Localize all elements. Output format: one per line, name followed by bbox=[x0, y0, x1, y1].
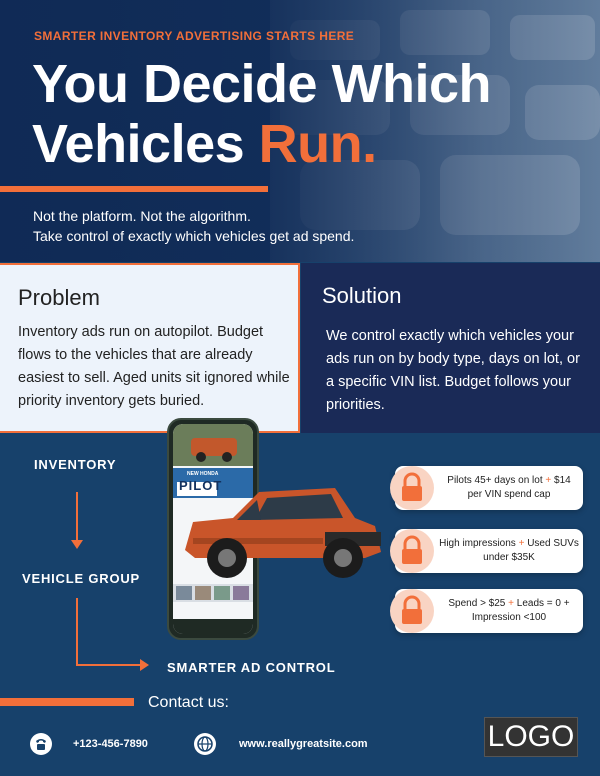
rule-pill-2: High impressions + Used SUVs under $35K bbox=[390, 529, 583, 573]
problem-title: Problem bbox=[18, 285, 100, 310]
hero-headline: You Decide Which Vehicles Run. bbox=[32, 54, 492, 174]
contact-title: Contact us: bbox=[148, 694, 229, 711]
phone-banner-big: PILOT bbox=[179, 478, 223, 493]
lock-icon bbox=[390, 589, 434, 633]
contact-phone[interactable]: +123-456-7890 bbox=[73, 738, 148, 750]
hero-accent-rule bbox=[0, 186, 268, 192]
flow-step-inventory: INVENTORY bbox=[34, 457, 117, 472]
hero-subtitle: Not the platform. Not the algorithm. Tak… bbox=[33, 208, 355, 244]
headline-line-1: You Decide Which bbox=[32, 54, 492, 114]
rule-pill-3: Spend > $25 + Leads = 0 + Impression <10… bbox=[390, 589, 583, 633]
rule-pill-1: Pilots 45+ days on lot + $14 per VIN spe… bbox=[390, 466, 583, 510]
lock-icon bbox=[390, 529, 434, 573]
flow-step-vehicle-group: VEHICLE GROUP bbox=[22, 571, 141, 586]
globe-icon bbox=[194, 733, 216, 755]
contact-website[interactable]: www.reallygreatsite.com bbox=[239, 738, 368, 750]
solution-title: Solution bbox=[322, 283, 402, 308]
headline-accent: Run. bbox=[258, 114, 377, 174]
lock-icon bbox=[390, 466, 434, 510]
hero-section: SMARTER INVENTORY ADVERTISING STARTS HER… bbox=[0, 0, 600, 262]
company-logo: LOGO bbox=[484, 717, 578, 757]
problem-card: Problem Inventory ads run on autopilot. … bbox=[0, 263, 300, 433]
flow-step-smarter-ad-control: SMARTER AD CONTROL bbox=[167, 660, 336, 675]
phone-icon bbox=[30, 733, 52, 755]
phone-banner-small: NEW HONDA bbox=[187, 471, 219, 477]
footer-accent-rule bbox=[0, 698, 134, 706]
solution-text: We control exactly which vehicles your a… bbox=[326, 328, 580, 413]
headline-line-2: Vehicles Run. bbox=[32, 114, 377, 174]
phone-screen-art bbox=[173, 424, 253, 634]
hero-kicker: SMARTER INVENTORY ADVERTISING STARTS HER… bbox=[34, 29, 355, 43]
suv-image bbox=[185, 488, 381, 578]
solution-card: Solution We control exactly which vehicl… bbox=[301, 263, 600, 433]
problem-text: Inventory ads run on autopilot. Budget f… bbox=[18, 324, 290, 409]
